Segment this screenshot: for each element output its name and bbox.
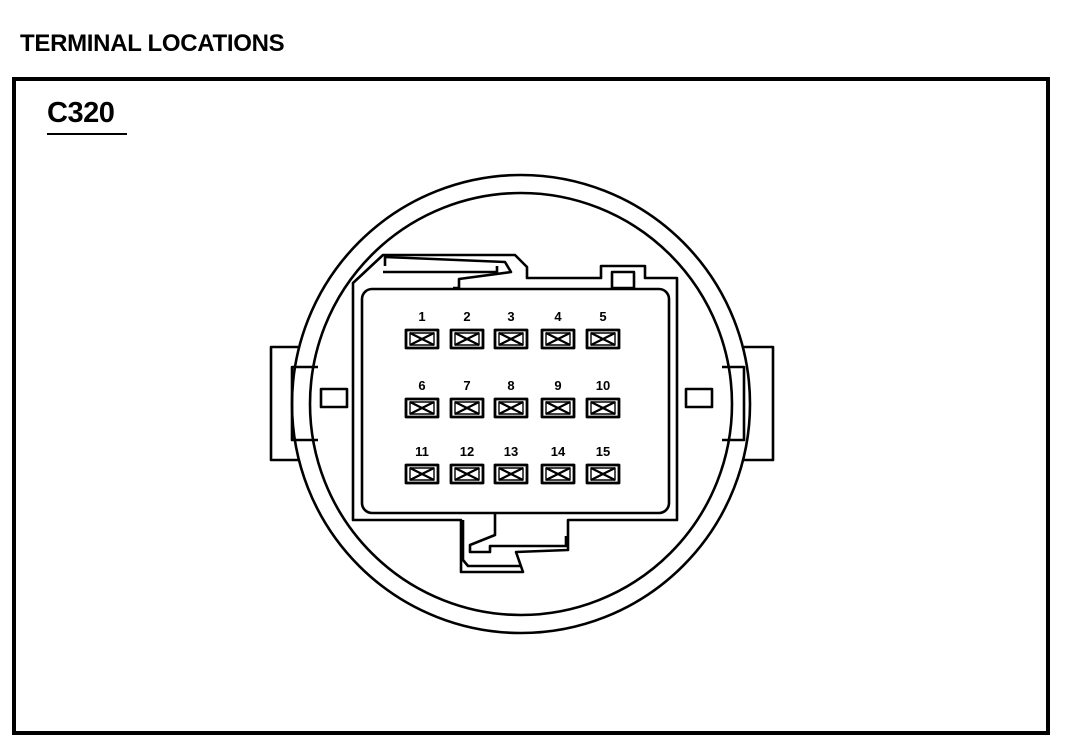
- pin-cavity-11: [404, 463, 440, 485]
- pin-cavity-13: [493, 463, 529, 485]
- pin-label-15: 15: [596, 444, 610, 459]
- pin-cavity-14: [540, 463, 576, 485]
- pin-cavity-12: [449, 463, 485, 485]
- pin-label-11: 11: [415, 444, 429, 459]
- pin-cavity-5: [585, 328, 621, 350]
- connector-id-underline: [47, 133, 127, 135]
- pin-label-9: 9: [554, 378, 561, 393]
- pin-label-7: 7: [463, 378, 470, 393]
- connector-housing-outer: [351, 253, 679, 574]
- pin-label-6: 6: [418, 378, 425, 393]
- pin-cavity-7: [449, 397, 485, 419]
- pin-label-14: 14: [551, 444, 566, 459]
- pin-cavity-15: [585, 463, 621, 485]
- left-locking-tab: [269, 345, 349, 462]
- connector-inner-shell: [308, 191, 734, 617]
- pin-label-2: 2: [463, 309, 470, 324]
- pin-cavity-8: [493, 397, 529, 419]
- pin-cavity-2: [449, 328, 485, 350]
- pin-cavity-1: [404, 328, 440, 350]
- right-locking-tab: [684, 345, 775, 462]
- pin-label-3: 3: [507, 309, 514, 324]
- pin-label-10: 10: [596, 378, 610, 393]
- pin-cavity-10: [585, 397, 621, 419]
- top-latch: [383, 255, 513, 290]
- pin-label-5: 5: [599, 309, 606, 324]
- pin-label-13: 13: [504, 444, 518, 459]
- pin-cavity-4: [540, 328, 576, 350]
- pin-cavity-3: [493, 328, 529, 350]
- bottom-latch: [461, 513, 568, 568]
- pin-label-8: 8: [507, 378, 514, 393]
- connector-id: C320: [47, 97, 115, 129]
- diagram-frame: [12, 77, 1050, 735]
- pin-label-4: 4: [554, 309, 562, 324]
- page-title: TERMINAL LOCATIONS: [20, 30, 285, 57]
- pin-cavity-9: [540, 397, 576, 419]
- pin-cavity-6: [404, 397, 440, 419]
- top-key: [610, 270, 636, 290]
- connector-housing-inner: [360, 287, 671, 515]
- pin-label-12: 12: [460, 444, 474, 459]
- pin-label-1: 1: [418, 309, 425, 324]
